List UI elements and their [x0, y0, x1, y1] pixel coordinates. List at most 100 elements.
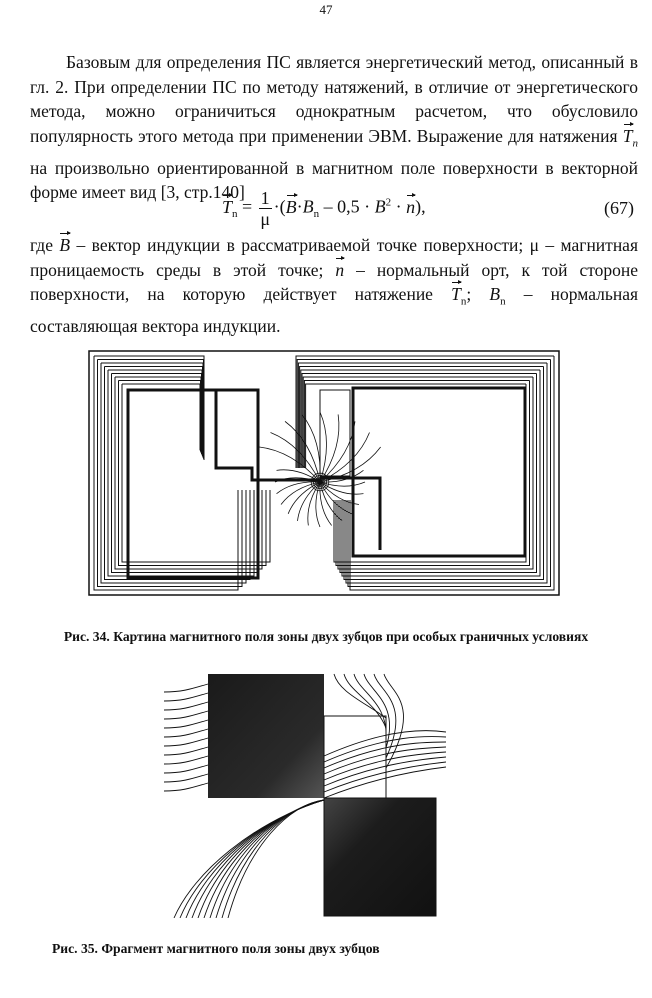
- field-line: [373, 673, 397, 759]
- field-line: [363, 673, 391, 749]
- field-line: [97, 359, 243, 587]
- p2-Bn-sub: n: [500, 295, 506, 308]
- formula-B2-sup: 2: [385, 196, 392, 209]
- fraction-numerator: 1: [258, 188, 272, 209]
- paragraph-1-tail: на произвольно ориентированной в магнитн…: [30, 157, 638, 203]
- field-line: [104, 366, 251, 580]
- field-line: [221, 799, 325, 918]
- field-line: [319, 432, 370, 483]
- formula-Bn: B: [302, 196, 314, 217]
- p2-T-sub: n: [460, 295, 467, 308]
- field-line: [164, 719, 209, 729]
- formula-B: B: [285, 196, 297, 217]
- field-line: [323, 756, 446, 787]
- field-line: [323, 766, 446, 799]
- field-line: [323, 736, 446, 763]
- field-line: [209, 799, 325, 918]
- formula-Bn-sub: n: [313, 208, 320, 221]
- body-text: Базовым для определения ПС является энер…: [30, 50, 638, 205]
- field-line: [164, 701, 209, 711]
- field-line: [164, 773, 209, 783]
- page-number: 47: [319, 2, 333, 17]
- formula-close: ),: [415, 196, 426, 217]
- field-line: [164, 683, 209, 693]
- field-contour: [317, 479, 323, 485]
- fraction-denominator: μ: [260, 209, 270, 229]
- field-line: [319, 414, 340, 483]
- p2-semicolon: ;: [466, 284, 472, 304]
- formula-n: n: [406, 196, 416, 217]
- field-line: [299, 366, 544, 580]
- p2-vector-T: T: [451, 284, 461, 304]
- field-line: [353, 673, 387, 739]
- paragraph-1: Базовым для определения ПС является энер…: [30, 50, 638, 205]
- field-line: [270, 432, 321, 483]
- formula-T: T: [222, 196, 233, 217]
- p2-text-a: – вектор индукции в рассматриваемой точк…: [30, 235, 638, 280]
- field-line: [302, 376, 534, 570]
- field-line: [164, 728, 209, 738]
- field-line: [296, 359, 551, 587]
- field-line: [111, 373, 259, 573]
- field-line: [333, 673, 387, 719]
- field-line: [303, 380, 530, 566]
- field-line: [319, 411, 327, 483]
- field-line: [301, 373, 537, 573]
- field-line: [319, 446, 381, 483]
- field-line: [164, 710, 209, 720]
- field-line: [185, 799, 325, 918]
- formula-number: (67): [604, 198, 634, 218]
- field-line: [164, 755, 209, 765]
- field-line: [297, 362, 548, 584]
- field-line: [173, 799, 325, 918]
- field-line: [305, 383, 527, 563]
- p2-Bn: B: [489, 284, 501, 304]
- formula-B2: B: [374, 196, 386, 217]
- formula-equals: =: [242, 196, 253, 217]
- figure-35-caption: Рис. 35. Фрагмент магнитного поля зоны д…: [52, 941, 380, 956]
- field-line: [323, 746, 446, 775]
- vector-T-subscript: n: [632, 137, 639, 149]
- field-line: [259, 446, 321, 483]
- field-contour: [312, 475, 327, 490]
- field-line: [300, 369, 541, 577]
- p2-where: где: [30, 235, 53, 255]
- field-line: [284, 421, 321, 483]
- field-line: [164, 692, 209, 702]
- field-line: [121, 383, 271, 563]
- field-line: [295, 355, 555, 591]
- field-line: [100, 362, 247, 584]
- formula-dot-2: ·: [391, 196, 407, 217]
- field-contour: [315, 477, 325, 487]
- field-line: [323, 751, 446, 781]
- field-line: [114, 376, 263, 570]
- figure-34-field-plot: [88, 350, 560, 596]
- paragraph-1-text: Базовым для определения ПС является энер…: [30, 52, 638, 146]
- body-text-2: где B – вектор индукции в рассматриваемо…: [30, 233, 638, 339]
- p2-vector-B: B: [59, 235, 71, 255]
- field-line: [118, 380, 267, 566]
- field-line: [227, 799, 325, 918]
- field-line: [164, 737, 209, 747]
- paragraph-2: где B – вектор индукции в рассматриваемо…: [30, 233, 638, 339]
- field-line: [323, 741, 446, 769]
- p2-vector-n: n: [335, 259, 345, 280]
- field-line: [164, 764, 209, 774]
- figure-34-caption: Рис. 34. Картина магнитного поля зоны дв…: [63, 629, 589, 644]
- vector-T-symbol: T: [622, 125, 633, 146]
- figure-35-field-fragment: [164, 673, 446, 918]
- field-line: [164, 746, 209, 756]
- field-line: [107, 369, 255, 577]
- formula-minus: – 0,5 ·: [319, 196, 375, 217]
- formula-dot-1: ·: [296, 196, 303, 217]
- field-line: [191, 799, 325, 918]
- formula-open: ·(: [273, 196, 286, 217]
- field-contour: [310, 472, 330, 492]
- p2-text-c: – нормальная составляющая вектора индукц…: [30, 284, 639, 336]
- field-line: [164, 782, 209, 792]
- field-line: [343, 673, 387, 729]
- field-line: [323, 730, 446, 757]
